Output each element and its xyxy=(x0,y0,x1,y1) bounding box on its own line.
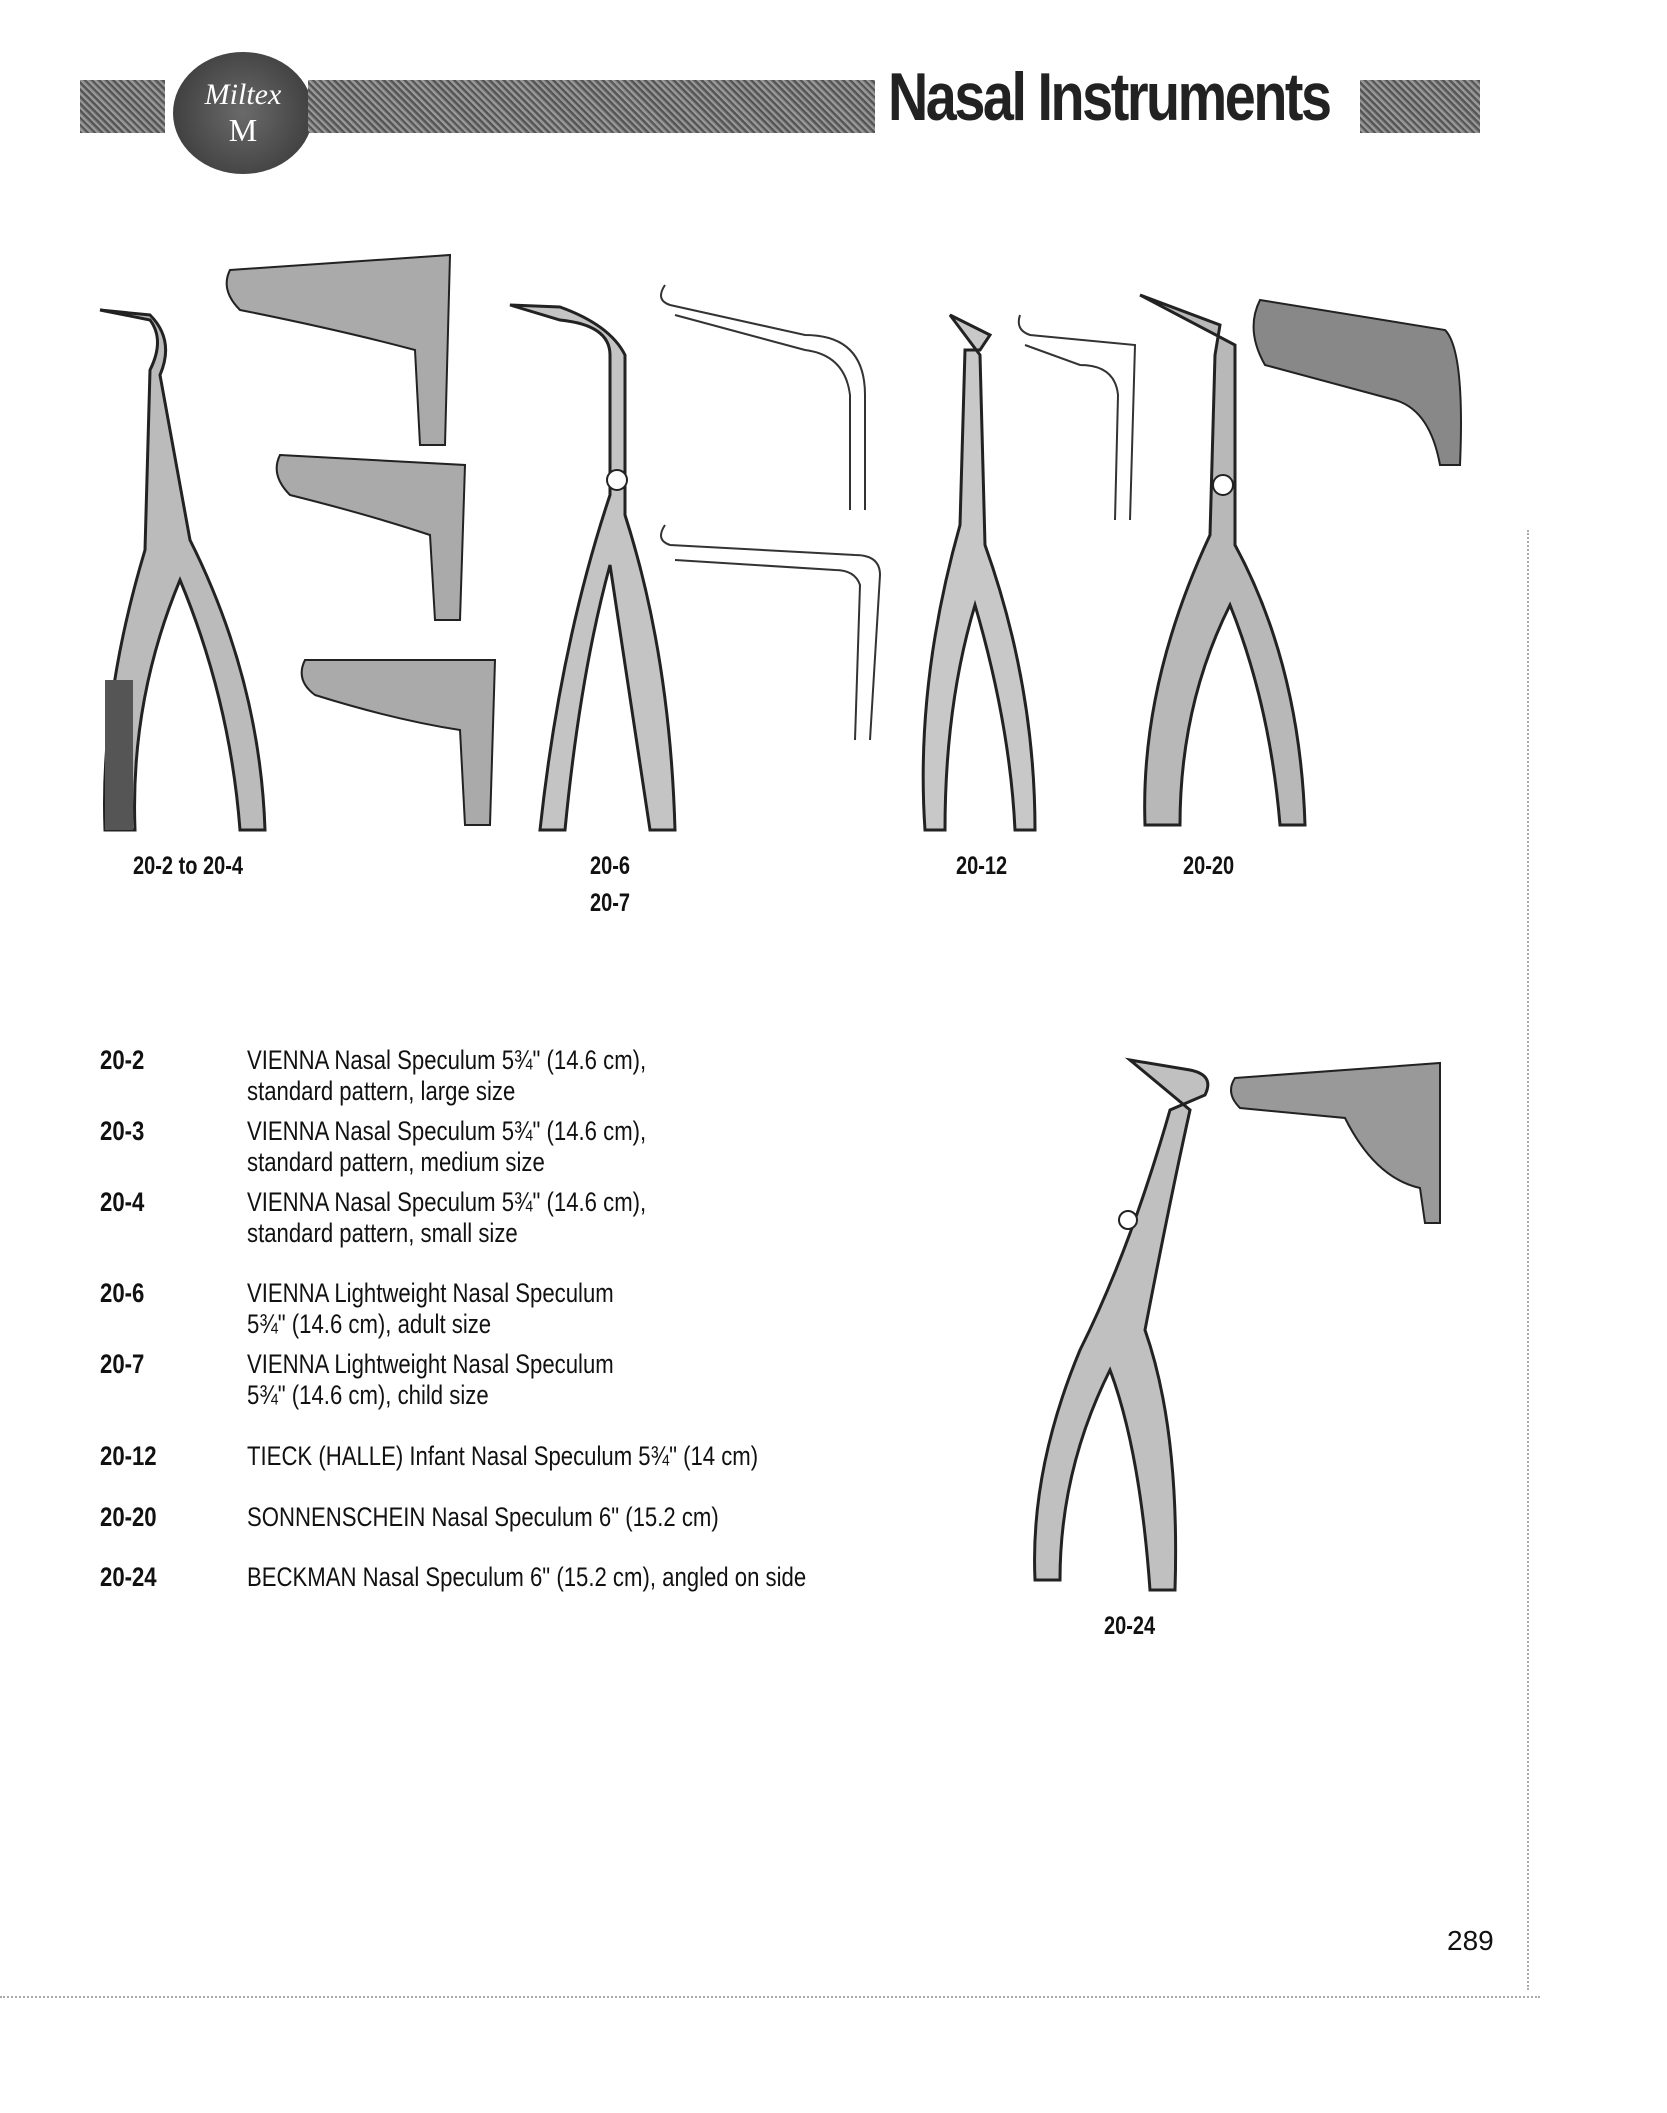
description-line: VIENNA Nasal Speculum 5¾" (14.6 cm), xyxy=(247,1187,647,1217)
description-line: BECKMAN Nasal Speculum 6" (15.2 cm), ang… xyxy=(247,1562,807,1592)
speculum-illustration-20-2 xyxy=(99,308,267,832)
page-edge-line xyxy=(1527,530,1529,1990)
speculum-illustration-20-6 xyxy=(509,303,677,832)
item-description: VIENNA Nasal Speculum 5¾" (14.6 cm),stan… xyxy=(247,1045,646,1107)
blade-outline-detail-1 xyxy=(660,284,866,510)
figure-label-20-2-to-20-4: 20-2 to 20-4 xyxy=(133,852,244,880)
item-code: 20-20 xyxy=(100,1502,157,1532)
description-line: VIENNA Lightweight Nasal Speculum xyxy=(247,1278,614,1308)
speculum-illustration-20-12 xyxy=(921,313,1037,832)
description-line: 5¾" (14.6 cm), adult size xyxy=(247,1309,492,1339)
item-code: 20-24 xyxy=(100,1562,157,1592)
item-code: 20-7 xyxy=(100,1349,145,1379)
speculum-illustration-20-20 xyxy=(1139,293,1307,827)
item-description: SONNENSCHEIN Nasal Speculum 6" (15.2 cm) xyxy=(247,1502,719,1533)
figure-label-20-6: 20-6 xyxy=(590,852,631,880)
page-bottom-line xyxy=(0,1996,1540,1998)
item-code: 20-3 xyxy=(100,1116,145,1146)
blade-outline-detail-3 xyxy=(1017,314,1137,521)
description-line: SONNENSCHEIN Nasal Speculum 6" (15.2 cm) xyxy=(247,1502,719,1532)
header-band-center xyxy=(308,80,875,133)
item-description: BECKMAN Nasal Speculum 6" (15.2 cm), ang… xyxy=(247,1562,806,1593)
header-band-right xyxy=(1360,80,1480,133)
header-band-left xyxy=(80,80,165,133)
item-description: VIENNA Nasal Speculum 5¾" (14.6 cm),stan… xyxy=(247,1187,646,1249)
item-code: 20-6 xyxy=(100,1278,145,1308)
description-line: VIENNA Nasal Speculum 5¾" (14.6 cm), xyxy=(247,1116,647,1146)
item-code: 20-2 xyxy=(100,1045,145,1075)
item-code: 20-12 xyxy=(100,1441,157,1471)
blade-outline-detail-2 xyxy=(660,524,882,741)
figure-label-20-7: 20-7 xyxy=(590,889,631,917)
figure-label-20-24: 20-24 xyxy=(1104,1612,1156,1640)
blade-detail-20-20 xyxy=(1252,298,1462,466)
blade-detail-small xyxy=(300,659,497,826)
description-line: VIENNA Lightweight Nasal Speculum xyxy=(247,1349,614,1379)
item-description: VIENNA Nasal Speculum 5¾" (14.6 cm),stan… xyxy=(247,1116,646,1178)
blade-detail-medium xyxy=(275,453,467,621)
item-code: 20-4 xyxy=(100,1187,145,1217)
description-line: TIECK (HALLE) Infant Nasal Speculum 5¾" … xyxy=(247,1441,759,1471)
page-title: Nasal Instruments xyxy=(888,59,1332,135)
description-line: standard pattern, small size xyxy=(247,1218,518,1248)
figure-label-20-12: 20-12 xyxy=(956,852,1008,880)
item-description: TIECK (HALLE) Infant Nasal Speculum 5¾" … xyxy=(247,1441,758,1472)
description-line: 5¾" (14.6 cm), child size xyxy=(247,1380,489,1410)
blade-detail-large xyxy=(225,253,452,446)
blade-detail-20-24 xyxy=(1230,1061,1441,1224)
miltex-logo: Miltex M xyxy=(173,52,313,174)
speculum-illustration-20-24 xyxy=(1033,1057,1210,1592)
description-line: standard pattern, large size xyxy=(247,1076,516,1106)
logo-mark: M xyxy=(228,111,258,148)
logo-text: Miltex xyxy=(204,77,282,111)
description-line: VIENNA Nasal Speculum 5¾" (14.6 cm), xyxy=(247,1045,647,1075)
figure-label-20-20: 20-20 xyxy=(1183,852,1235,880)
description-line: standard pattern, medium size xyxy=(247,1147,545,1177)
page-number: 289 xyxy=(1447,1925,1494,1956)
